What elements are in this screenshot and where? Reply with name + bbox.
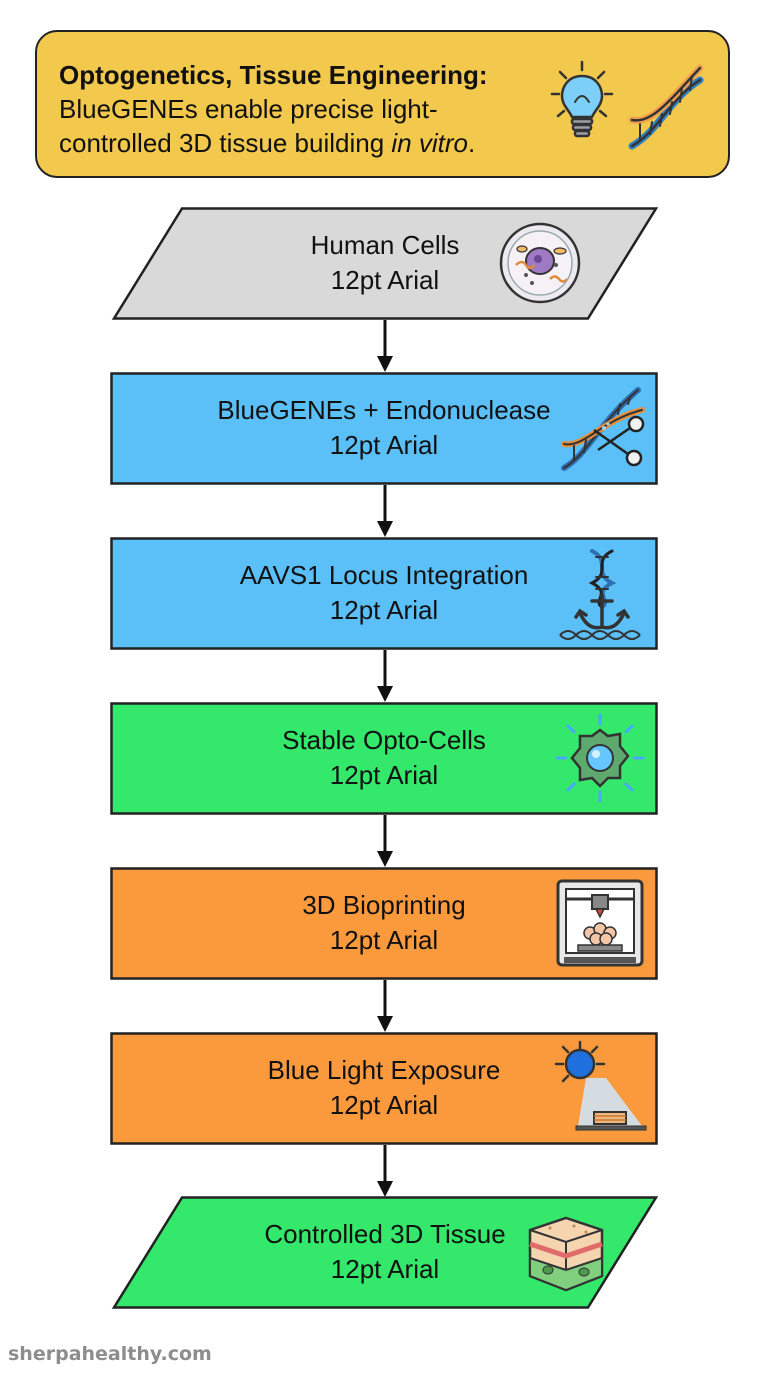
tissue-icon <box>528 1216 604 1292</box>
stage-aavs1-locus-integration: AAVS1 Locus Integration 12pt Arial <box>110 537 658 650</box>
flow-arrow <box>377 1145 393 1197</box>
header-line-3-suffix: . <box>468 128 476 158</box>
header-banner: Optogenetics, Tissue Engineering: BlueGE… <box>35 30 730 178</box>
stage-label: Blue Light Exposure 12pt Arial <box>170 1053 598 1123</box>
header-line-3: controlled 3D tissue building in vitro. <box>59 126 559 160</box>
dna-anchor-icon <box>559 549 641 640</box>
stage-blue-light-exposure: Blue Light Exposure 12pt Arial <box>110 1032 658 1145</box>
stage-title: Human Cells <box>310 230 460 260</box>
flow-arrow <box>377 815 393 867</box>
stage-title: Stable Opto-Cells <box>282 725 486 755</box>
header-line-3-italic: in vitro <box>391 128 468 158</box>
stage-shape <box>110 1032 658 1145</box>
header-line-2: BlueGENEs enable precise light- <box>59 94 438 124</box>
stage-bluegenes-endonuclease: BlueGENEs + Endonuclease 12pt Arial <box>110 372 658 485</box>
stage-label: Stable Opto-Cells 12pt Arial <box>170 723 598 793</box>
stage-label: Human Cells 12pt Arial <box>185 228 585 298</box>
header-text: Optogenetics, Tissue Engineering: BlueGE… <box>59 58 559 160</box>
stage-shape <box>110 537 658 650</box>
stage-subtitle: 12pt Arial <box>329 1090 439 1120</box>
stage-human-cells: Human Cells 12pt Arial <box>110 207 660 320</box>
stage-label: 3D Bioprinting 12pt Arial <box>170 888 598 958</box>
stage-subtitle: 12pt Arial <box>329 430 439 460</box>
dna-icon <box>628 64 704 150</box>
stage-subtitle: 12pt Arial <box>330 1254 440 1284</box>
stage-3d-bioprinting: 3D Bioprinting 12pt Arial <box>110 867 658 980</box>
bioprinter-icon <box>556 879 644 967</box>
glowing-cell-icon <box>555 713 645 803</box>
stage-title: AAVS1 Locus Integration <box>239 560 529 590</box>
stage-title: 3D Bioprinting <box>302 890 466 920</box>
stage-shape <box>111 1196 659 1309</box>
stage-stable-opto-cells: Stable Opto-Cells 12pt Arial <box>110 702 658 815</box>
flow-arrow <box>377 485 393 537</box>
cell-icon <box>499 222 581 304</box>
flow-arrow <box>377 320 393 372</box>
lightbulb-icon <box>550 60 614 138</box>
stage-title: BlueGENEs + Endonuclease <box>217 395 551 425</box>
header-line-3-text: controlled 3D tissue building <box>59 128 392 158</box>
stage-subtitle: 12pt Arial <box>329 760 439 790</box>
stage-controlled-3d-tissue: Controlled 3D Tissue 12pt Arial <box>110 1196 660 1309</box>
stage-label: Controlled 3D Tissue 12pt Arial <box>185 1217 585 1287</box>
flow-arrow <box>377 650 393 702</box>
stage-title: Blue Light Exposure <box>267 1055 501 1085</box>
stage-label: BlueGENEs + Endonuclease 12pt Arial <box>170 393 598 463</box>
stage-subtitle: 12pt Arial <box>330 265 440 295</box>
header-title: Optogenetics, Tissue Engineering: <box>59 60 488 90</box>
stage-label: AAVS1 Locus Integration 12pt Arial <box>170 558 598 628</box>
dna-scissors-icon <box>561 387 645 471</box>
flow-arrow <box>377 980 393 1032</box>
watermark: sherpahealthy.com <box>8 1343 212 1365</box>
stage-subtitle: 12pt Arial <box>329 595 439 625</box>
light-exposure-icon <box>554 1040 647 1131</box>
stage-subtitle: 12pt Arial <box>329 925 439 955</box>
stage-title: Controlled 3D Tissue <box>264 1219 506 1249</box>
header-icons <box>550 60 704 150</box>
